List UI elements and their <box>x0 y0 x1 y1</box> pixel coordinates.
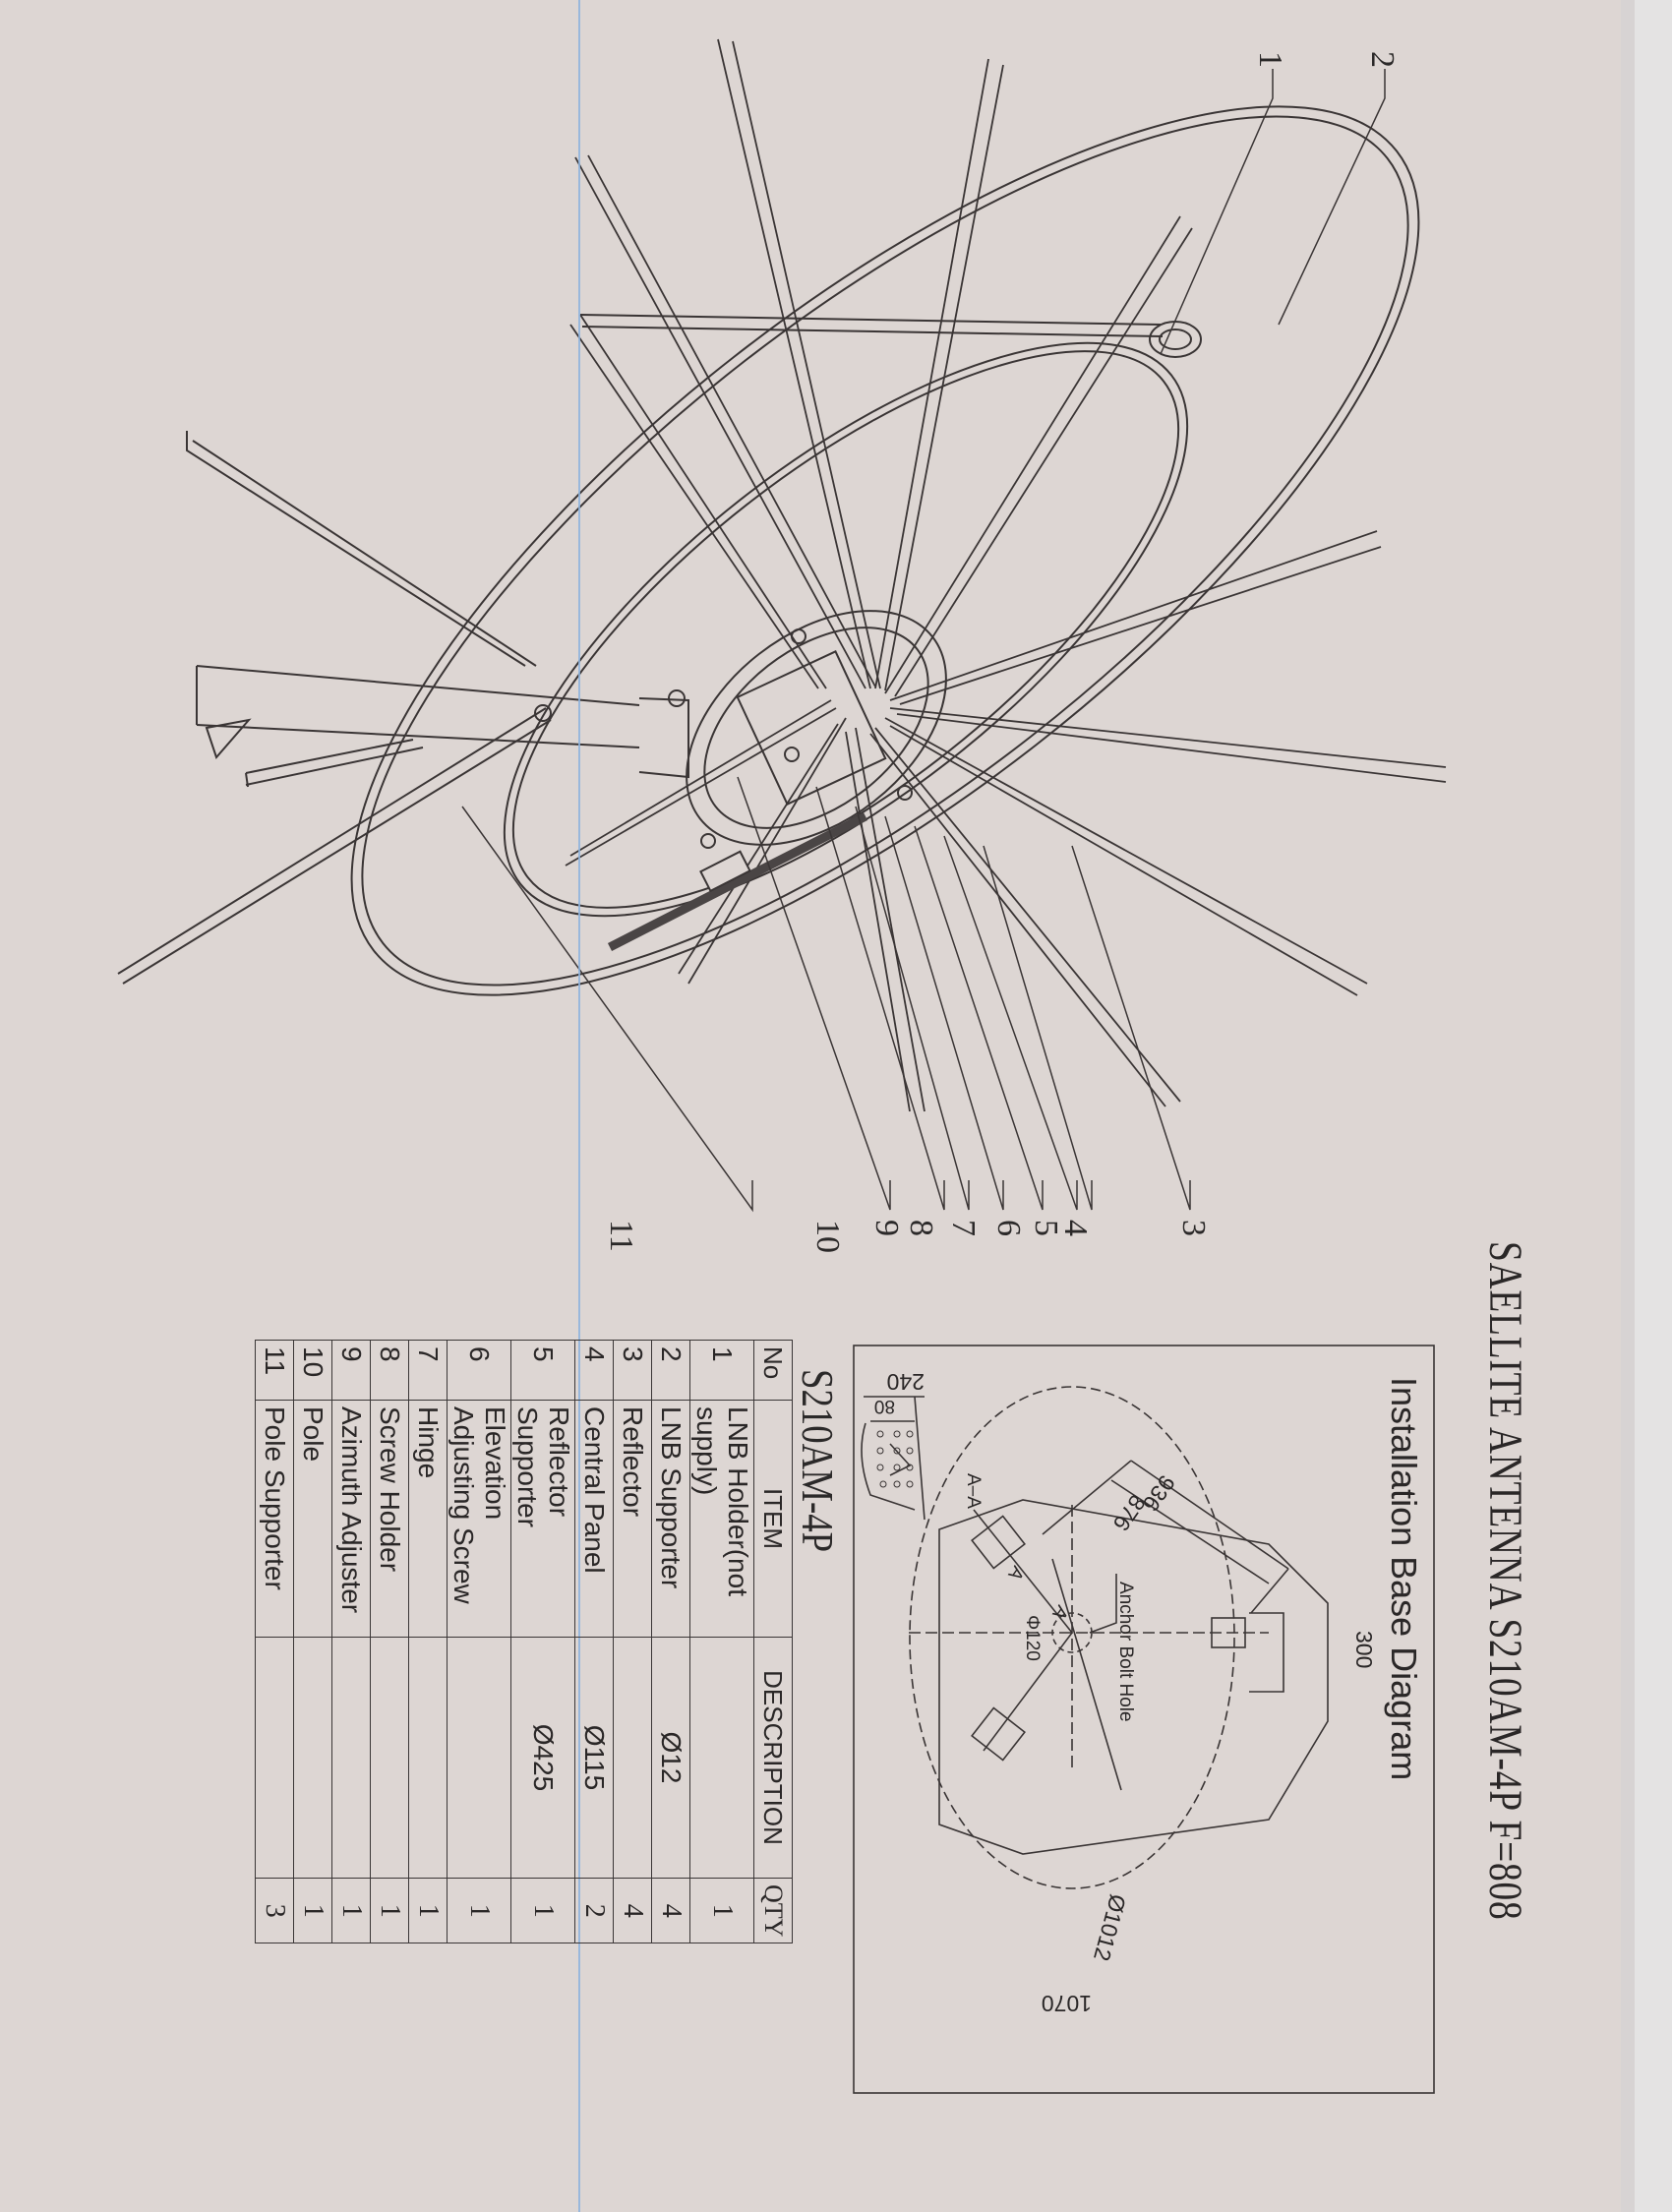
cell-qty: 4 <box>613 1878 652 1943</box>
inner-ring <box>503 341 1189 918</box>
cell-qty: 4 <box>651 1878 690 1943</box>
pole <box>196 665 689 779</box>
cell-no: 9 <box>331 1340 371 1401</box>
cell-item: LNB Supporter <box>651 1400 690 1638</box>
cell-description <box>370 1637 409 1879</box>
cell-no: 6 <box>447 1340 511 1401</box>
anchor-bolt-label: Anchor Bolt Hole <box>1115 1582 1136 1722</box>
header-qty: QTY <box>753 1878 793 1943</box>
base-diagram-frame <box>853 1345 1435 2094</box>
dim-section-width: 240 <box>886 1369 925 1395</box>
callout-9: 9 <box>868 1220 905 1236</box>
cell-description <box>689 1637 754 1879</box>
model-label: S210AM-4P <box>793 1369 843 1553</box>
parts-table-container: No ITEM DESCRIPTION QTY 1 LNB Holder(not… <box>255 1340 793 1943</box>
cell-item: Hinge <box>408 1400 448 1638</box>
cell-qty: 1 <box>689 1878 754 1943</box>
cell-description <box>293 1637 332 1879</box>
callout-6: 6 <box>990 1220 1027 1236</box>
cell-no: 1 <box>689 1340 754 1401</box>
cell-qty: 3 <box>255 1878 294 1943</box>
cell-qty: 1 <box>370 1878 409 1943</box>
callout-10: 10 <box>809 1220 846 1253</box>
cell-item: Elevation Adjusting Screw <box>447 1400 511 1638</box>
cell-no: 3 <box>613 1340 652 1401</box>
table-row: 11 Pole Supporter 3 <box>255 1340 294 1943</box>
header-no: No <box>753 1340 793 1401</box>
scan-margin <box>1621 0 1635 2212</box>
lnb-support-arm <box>579 314 1202 358</box>
dim-section-depth: 80 <box>873 1396 895 1416</box>
cell-no: 8 <box>370 1340 409 1401</box>
elevation-screw <box>607 811 868 952</box>
callout-5: 5 <box>1028 1220 1064 1236</box>
hinge-plate <box>736 650 887 806</box>
cell-qty: 1 <box>331 1878 371 1943</box>
scan-artifact-line <box>578 0 580 2212</box>
cell-description: Ø115 <box>574 1637 614 1879</box>
cell-qty: 1 <box>510 1878 575 1943</box>
cell-description <box>255 1637 294 1879</box>
table-row: 8 Screw Holder 1 <box>370 1340 409 1943</box>
cell-description <box>331 1637 371 1879</box>
callout-2: 2 <box>1364 51 1401 68</box>
cell-qty: 2 <box>574 1878 614 1943</box>
callout-7: 7 <box>945 1220 982 1236</box>
cell-item: Pole <box>293 1400 332 1638</box>
cell-item: Reflector Supporter <box>510 1400 575 1638</box>
dim-bottom-width: 1070 <box>1041 1991 1092 2016</box>
table-row: 2 LNB Supporter Ø12 4 <box>651 1340 690 1943</box>
cell-no: 5 <box>510 1340 575 1401</box>
cell-item: Reflector <box>613 1400 652 1638</box>
central-panel <box>686 610 947 846</box>
cell-item: Azimuth Adjuster <box>331 1400 371 1638</box>
reflector-ribs <box>565 38 1447 1112</box>
cell-qty: 1 <box>447 1878 511 1943</box>
reflector-rim <box>350 105 1420 996</box>
cell-item: Central Panel <box>574 1400 614 1638</box>
base-diagram-title: Installation Base Diagram <box>1384 1377 1424 1781</box>
table-row: 4 Central Panel Ø115 2 <box>574 1340 614 1943</box>
parts-table: No ITEM DESCRIPTION QTY 1 LNB Holder(not… <box>255 1340 793 1943</box>
table-row: 7 Hinge 1 <box>408 1340 448 1943</box>
cell-no: 11 <box>255 1340 294 1401</box>
drawing-sheet <box>0 0 1621 2212</box>
cell-description: Ø12 <box>651 1637 690 1879</box>
callout-3: 3 <box>1175 1220 1212 1236</box>
cell-qty: 1 <box>293 1878 332 1943</box>
cell-no: 7 <box>408 1340 448 1401</box>
table-row: 9 Azimuth Adjuster 1 <box>331 1340 371 1943</box>
pole-supporters <box>117 431 552 985</box>
cell-item: Screw Holder <box>370 1400 409 1638</box>
cell-description <box>613 1637 652 1879</box>
document-title: SAELLITE ANTENNA S210AM-4P F=808 <box>1479 1241 1531 1921</box>
table-row: 6 Elevation Adjusting Screw 1 <box>447 1340 511 1943</box>
cell-no: 4 <box>574 1340 614 1401</box>
callout-leaders <box>461 69 1386 1213</box>
cell-description: Ø425 <box>510 1637 575 1879</box>
cell-no: 10 <box>293 1340 332 1401</box>
cell-description <box>447 1637 511 1879</box>
parts-table-header: No ITEM DESCRIPTION QTY <box>753 1340 793 1943</box>
cell-qty: 1 <box>408 1878 448 1943</box>
callout-1: 1 <box>1252 51 1288 68</box>
callout-11: 11 <box>603 1220 639 1252</box>
header-description: DESCRIPTION <box>753 1637 793 1879</box>
callout-8: 8 <box>903 1220 939 1236</box>
dim-tab: 300 <box>1351 1631 1377 1669</box>
table-row: 3 Reflector 4 <box>613 1340 652 1943</box>
table-row: 10 Pole 1 <box>293 1340 332 1943</box>
cell-item: LNB Holder(not supply) <box>689 1400 754 1638</box>
cell-item: Pole Supporter <box>255 1400 294 1638</box>
dim-center-dia: Φ120 <box>1022 1615 1043 1661</box>
cell-description <box>408 1637 448 1879</box>
cell-no: 2 <box>651 1340 690 1401</box>
table-row: 1 LNB Holder(not supply) 1 <box>689 1340 754 1943</box>
section-label: A–A <box>963 1473 984 1509</box>
header-item: ITEM <box>753 1400 793 1638</box>
table-row: 5 Reflector Supporter Ø425 1 <box>510 1340 575 1943</box>
